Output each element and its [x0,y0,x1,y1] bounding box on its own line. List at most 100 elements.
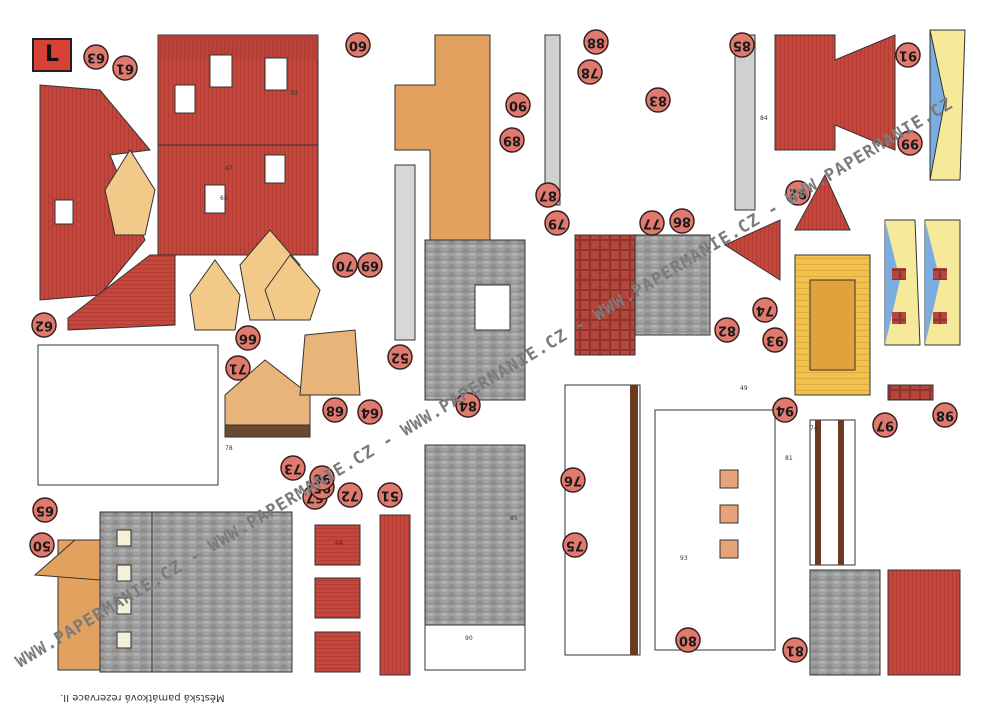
part-strip-tall [544,34,561,206]
part-number-badge: 90 [505,92,531,118]
part-number-badge: 78 [577,59,603,85]
dimension-label: 44 [335,540,343,547]
badge-number: 89 [503,133,521,148]
badge-number: 87 [539,188,557,203]
part-51-strip [379,514,411,676]
badge-circle [872,412,898,438]
badge-number: 65 [36,503,54,518]
badge-circle [499,127,525,153]
dimension-label: 93 [680,555,688,562]
badge-number: 68 [326,403,344,418]
badge-number: 94 [776,403,794,418]
part-number-badge: 92 [785,180,811,206]
part-number-badge: 82 [714,317,740,343]
badge-circle [235,325,261,351]
part-roof-triangle [723,219,781,281]
badge-circle [772,397,798,423]
badge-circle [535,182,561,208]
badge-number: 86 [673,214,691,229]
part-number-badge: 62 [31,312,57,338]
part-number-badge: 77 [639,210,665,236]
badge-circle [29,532,55,558]
badge-number: 83 [649,93,667,108]
dimension-label: 78 [225,445,233,452]
part-number-badge: 84 [455,392,481,418]
badge-circle [762,327,788,353]
part-number-badge: 83 [645,87,671,113]
part-dormers-yellow [104,149,321,331]
badge-circle [932,402,958,428]
part-number-badge: 71 [225,355,251,381]
part-84-tower [424,239,526,671]
badge-circle [897,130,923,156]
badge-circle [31,312,57,338]
sheet-letter: L [32,38,72,72]
badge-circle [377,482,403,508]
part-85-strip [734,34,756,211]
badge-circle [280,455,306,481]
part-red-block [887,569,961,676]
badge-circle [112,55,138,81]
badge-number: 77 [643,216,661,231]
part-number-badge: 68 [322,397,348,423]
part-number-badges: 5051526061626364656667686970717273747576… [29,29,958,663]
part-number-badge: 73 [280,455,306,481]
part-number-badge: 87 [535,182,561,208]
badge-number: 81 [786,643,804,658]
part-number-badge: 52 [387,344,413,370]
badge-number: 72 [341,488,359,503]
part-number-badge: 81 [782,637,808,663]
badge-circle [714,317,740,343]
badge-circle [357,399,383,425]
badge-number: 70 [336,258,354,273]
badge-circle [387,344,413,370]
badge-circle [669,208,695,234]
part-number-badge: 72 [337,482,363,508]
badge-circle [675,627,701,653]
badge-circle [895,42,921,68]
part-number-badge: 80 [675,627,701,653]
part-number-badge: 76 [560,467,586,493]
badge-number: 93 [766,333,784,348]
badge-circle [32,497,58,523]
badge-circle [782,637,808,663]
part-number-badge: 50 [29,532,55,558]
part-number-badge: 86 [669,208,695,234]
badge-number: 74 [756,303,774,318]
dimension-label: 74 [810,425,818,432]
footer-text: Městská památková rezervace II. [60,692,225,703]
badge-number: 60 [349,38,367,53]
badge-number: 99 [901,136,919,151]
badge-number: 51 [381,488,399,503]
part-94-timber [809,419,856,566]
part-stone-block [809,569,881,676]
part-50-wall [33,511,293,673]
part-number-badge: 74 [752,297,778,323]
badge-circle [729,32,755,58]
badge-number: 71 [229,361,247,376]
badge-circle [332,252,358,278]
part-52-strip [394,164,416,341]
badge-number: 91 [899,48,917,63]
part-91-roof [774,29,966,181]
part-number-badge: 64 [357,399,383,425]
badge-number: 96 [313,471,331,486]
badge-number: 69 [361,258,379,273]
badge-number: 84 [459,398,477,413]
badge-number: 50 [33,538,51,553]
badge-number: 85 [733,38,751,53]
badge-circle [752,297,778,323]
badge-number: 98 [936,408,954,423]
badge-number: 92 [789,186,807,201]
badge-number: 64 [361,405,379,420]
dimension-label: 47 [225,165,233,172]
part-number-badge: 75 [562,532,588,558]
badge-number: 62 [35,318,53,333]
badge-circle [309,465,335,491]
part-number-badge: 91 [895,42,921,68]
badge-number: 88 [587,35,605,50]
part-number-badge: 93 [762,327,788,353]
badge-circle [357,252,383,278]
